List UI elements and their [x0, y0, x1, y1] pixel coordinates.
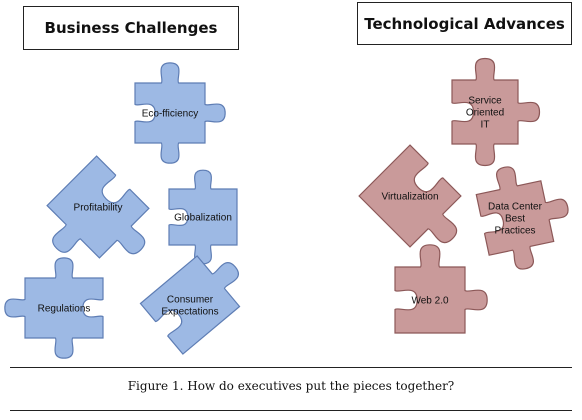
tech-label-virt: Virtualization — [381, 192, 438, 203]
business-label-eco: Eco-fficiency — [142, 109, 199, 120]
caption-rule-top — [10, 367, 572, 368]
business-piece-reg — [4, 257, 104, 359]
business-challenges-title: Business Challenges — [44, 19, 218, 37]
business-label-profit: Profitability — [74, 203, 123, 214]
business-piece-consumer — [139, 255, 241, 355]
tech-piece-dc — [475, 166, 569, 270]
technological-advances-title: Technological Advances — [364, 14, 565, 33]
tech-label-web: Web 2.0 — [411, 296, 448, 307]
technological-advances-header: Technological Advances — [357, 2, 572, 45]
business-challenges-header: Business Challenges — [23, 6, 239, 50]
tech-piece-soa — [451, 57, 541, 167]
caption-rule-bottom — [10, 410, 572, 411]
figure-caption: Figure 1. How do executives put the piec… — [127, 379, 455, 393]
business-label-reg: Regulations — [38, 304, 91, 315]
business-piece-profit — [46, 155, 150, 259]
business-label-global: Globalization — [174, 213, 232, 224]
business-piece-eco — [134, 62, 226, 164]
tech-piece-virt — [358, 144, 462, 248]
tech-piece-web — [394, 244, 488, 334]
